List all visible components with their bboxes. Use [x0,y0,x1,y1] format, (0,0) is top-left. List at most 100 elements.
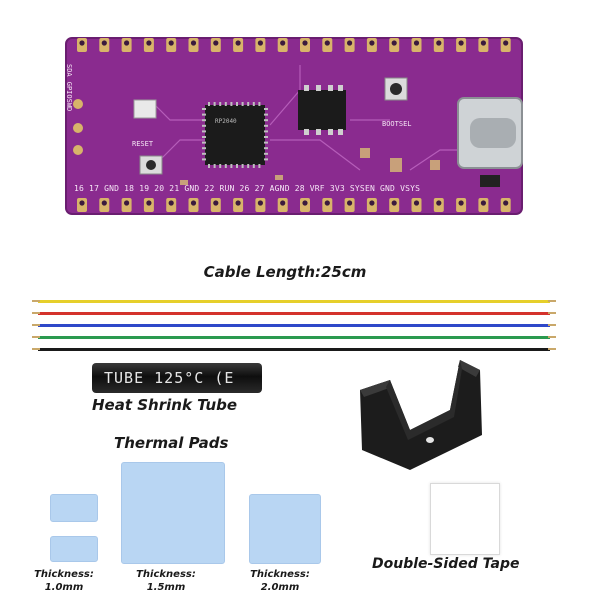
board-pin-hole [124,40,130,46]
heat-shrink-tube: TUBE 125°C (E [92,363,262,393]
board-pin-hole [369,40,375,46]
chip-leg [202,152,206,155]
thermal-pad-1mm-a [50,494,98,522]
board-pin-hole [168,40,174,46]
chip-leg [264,147,268,150]
chip-leg [264,119,268,122]
wire-ends-left [32,298,40,350]
chip-leg [241,164,244,168]
tube-printed-text: TUBE 125°C (E [104,369,235,387]
board-pin-hole [124,200,130,206]
board-pin-hole [101,40,107,46]
board-pin-hole [458,200,464,206]
bootsel-label: BOOTSEL [382,120,412,128]
chip-leg [247,164,250,168]
black-stand [360,360,482,470]
thermal-pads-title: Thermal Pads [114,434,229,452]
chip-leg [252,102,255,106]
wire-red [38,312,550,315]
board-left-label: SDA GPIOSWD [2,64,82,124]
board-pin-hole [302,40,308,46]
board-pin-hole [280,200,286,206]
board-pin-hole [190,200,197,206]
board-pin-hole [280,40,286,46]
board-pin-hole [324,40,330,46]
chip-leg [264,124,268,127]
chip-leg [224,164,227,168]
board-pin-hole [391,40,397,46]
thickness-label-3: Thickness: 2.0mm [250,569,310,593]
board-pin-hole [235,40,241,46]
chip-leg [202,141,206,144]
wire-ends-right [548,298,556,350]
chip-leg [213,164,216,168]
top-pin-row [77,38,511,52]
board-pin-hole [369,200,375,206]
chip-leg [236,102,238,106]
thermal-pad-1.5mm [121,462,225,564]
board-pin-hole [480,40,486,46]
chip-leg [264,141,268,144]
board-pin-hole [347,40,353,46]
wire-green [38,336,550,339]
board-pin-hole [391,200,397,206]
chip-leg [230,102,233,106]
thermal-pad-2mm [249,494,321,564]
chip-leg [202,158,206,161]
chip-leg [219,164,222,168]
chip-leg [258,164,261,168]
reset-label: RESET [132,140,154,148]
cable-wires [38,300,550,351]
board-pin-hole [302,200,308,206]
wire-yellow [38,300,550,303]
board-pin-hole [436,40,442,46]
cable-length-title: Cable Length:25cm [203,263,367,281]
chip-leg [264,113,268,116]
chip-leg [241,102,244,106]
board-pin-hole [257,200,263,206]
chip-leg [258,102,261,106]
chip-leg [202,119,206,122]
chip-leg [219,102,222,106]
board-pin-hole [213,40,219,46]
chip-leg [230,164,233,168]
board-pin-hole [146,40,152,46]
chip-leg [202,108,206,110]
chip-leg [264,152,268,155]
chip-leg [208,164,210,168]
chip-leg [264,136,268,138]
board-pin-hole [503,40,509,46]
chip-leg [202,130,206,133]
board-pin-hole [503,200,509,206]
board-pin-hole [146,200,152,206]
pico-board [65,37,523,215]
board-pin-hole [257,40,263,46]
board-pin-hole [235,200,241,206]
chip-label: RP2040 [215,118,237,125]
board-pin-hole [480,200,486,206]
chip-leg [202,136,206,138]
double-sided-tape-caption: Double-Sided Tape [372,556,520,572]
chip-leg [264,108,268,110]
wire-blue [38,324,550,327]
bottom-pin-row [77,198,511,212]
board-pin-hole [168,200,174,206]
chip-leg [202,113,206,116]
heat-shrink-caption: Heat Shrink Tube [92,396,238,414]
chip-leg [264,130,268,133]
chip-leg [252,164,255,168]
board-pin-hole [413,200,420,206]
board-pin-hole [190,40,197,46]
board-pin-hole [79,40,85,46]
wire-black [38,348,550,351]
chip-leg [208,102,210,106]
bottom-pin-text: 16 17 GND 18 19 20 21 GND 22 RUN 26 27 A… [74,184,421,193]
chip-leg [264,158,268,161]
board-pin-hole [347,200,353,206]
board-pin-hole [101,200,107,206]
thickness-label-1: Thickness: 1.0mm [34,569,94,593]
chip-leg [236,164,238,168]
chip-leg [213,102,216,106]
thermal-pad-1mm-b [50,536,98,562]
board-pin-hole [213,200,219,206]
